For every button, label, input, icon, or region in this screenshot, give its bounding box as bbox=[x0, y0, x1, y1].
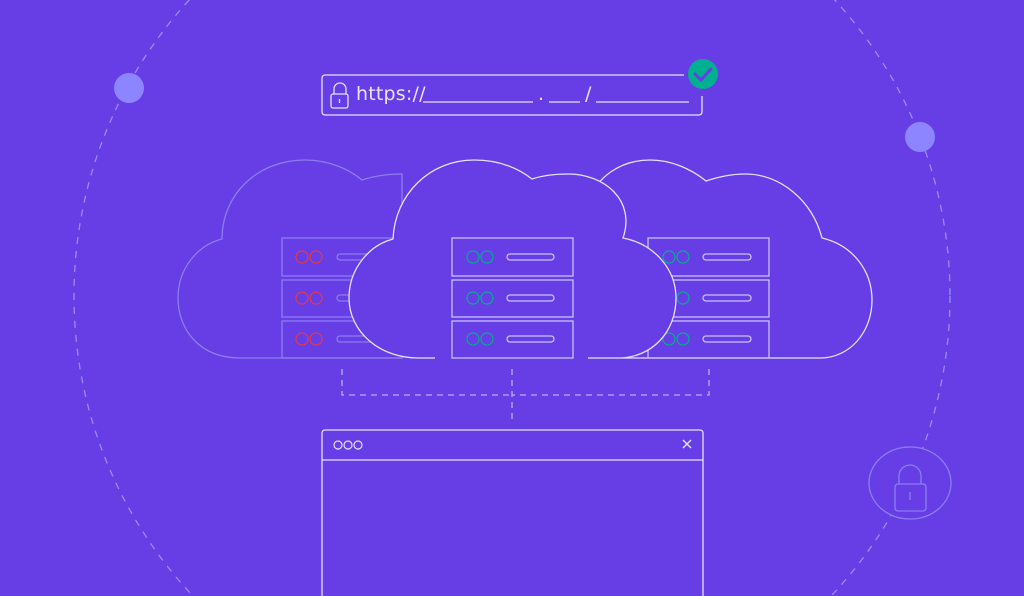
url-slash-separator: / bbox=[585, 83, 592, 105]
cloud-center bbox=[348, 159, 677, 359]
close-icon bbox=[682, 439, 692, 449]
orbit-dot-right bbox=[905, 122, 935, 152]
orbit-dashed-circle bbox=[73, 0, 951, 596]
url-dot-separator: . bbox=[538, 83, 545, 105]
url-protocol: https:// bbox=[356, 83, 426, 105]
orbit-dot-left bbox=[114, 73, 144, 103]
security-badge bbox=[868, 446, 952, 520]
url-bar bbox=[321, 74, 703, 116]
server-stack-center bbox=[451, 237, 574, 359]
window-control-dots bbox=[333, 440, 363, 450]
check-circle-icon bbox=[688, 59, 718, 89]
network-connectors bbox=[341, 369, 710, 422]
lock-icon bbox=[894, 464, 927, 512]
lock-icon bbox=[330, 82, 349, 109]
browser-window bbox=[321, 429, 704, 596]
url-bar-text: https:// . / bbox=[356, 83, 591, 105]
cloud-left bbox=[177, 159, 403, 359]
